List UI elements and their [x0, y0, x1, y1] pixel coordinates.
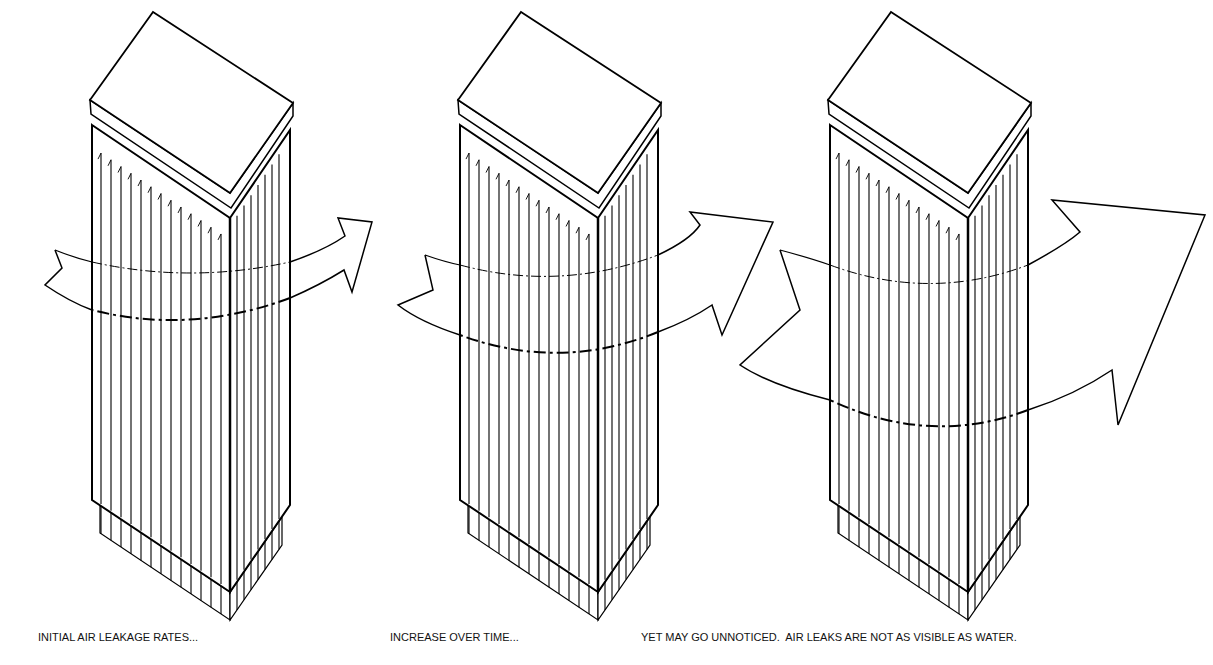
caption-label: INCREASE OVER TIME... — [390, 631, 519, 644]
tower-2 — [458, 12, 661, 620]
leakage-arrow-2 — [398, 212, 773, 353]
tower-1 — [90, 12, 293, 620]
caption-label: INITIAL AIR LEAKAGE RATES... — [38, 631, 198, 644]
leakage-arrow-1 — [45, 218, 372, 320]
tower-3 — [828, 12, 1031, 620]
leakage-arrow-3 — [740, 200, 1205, 426]
caption-label: YET MAY GO UNNOTICED. AIR LEAKS ARE NOT … — [641, 631, 1017, 644]
